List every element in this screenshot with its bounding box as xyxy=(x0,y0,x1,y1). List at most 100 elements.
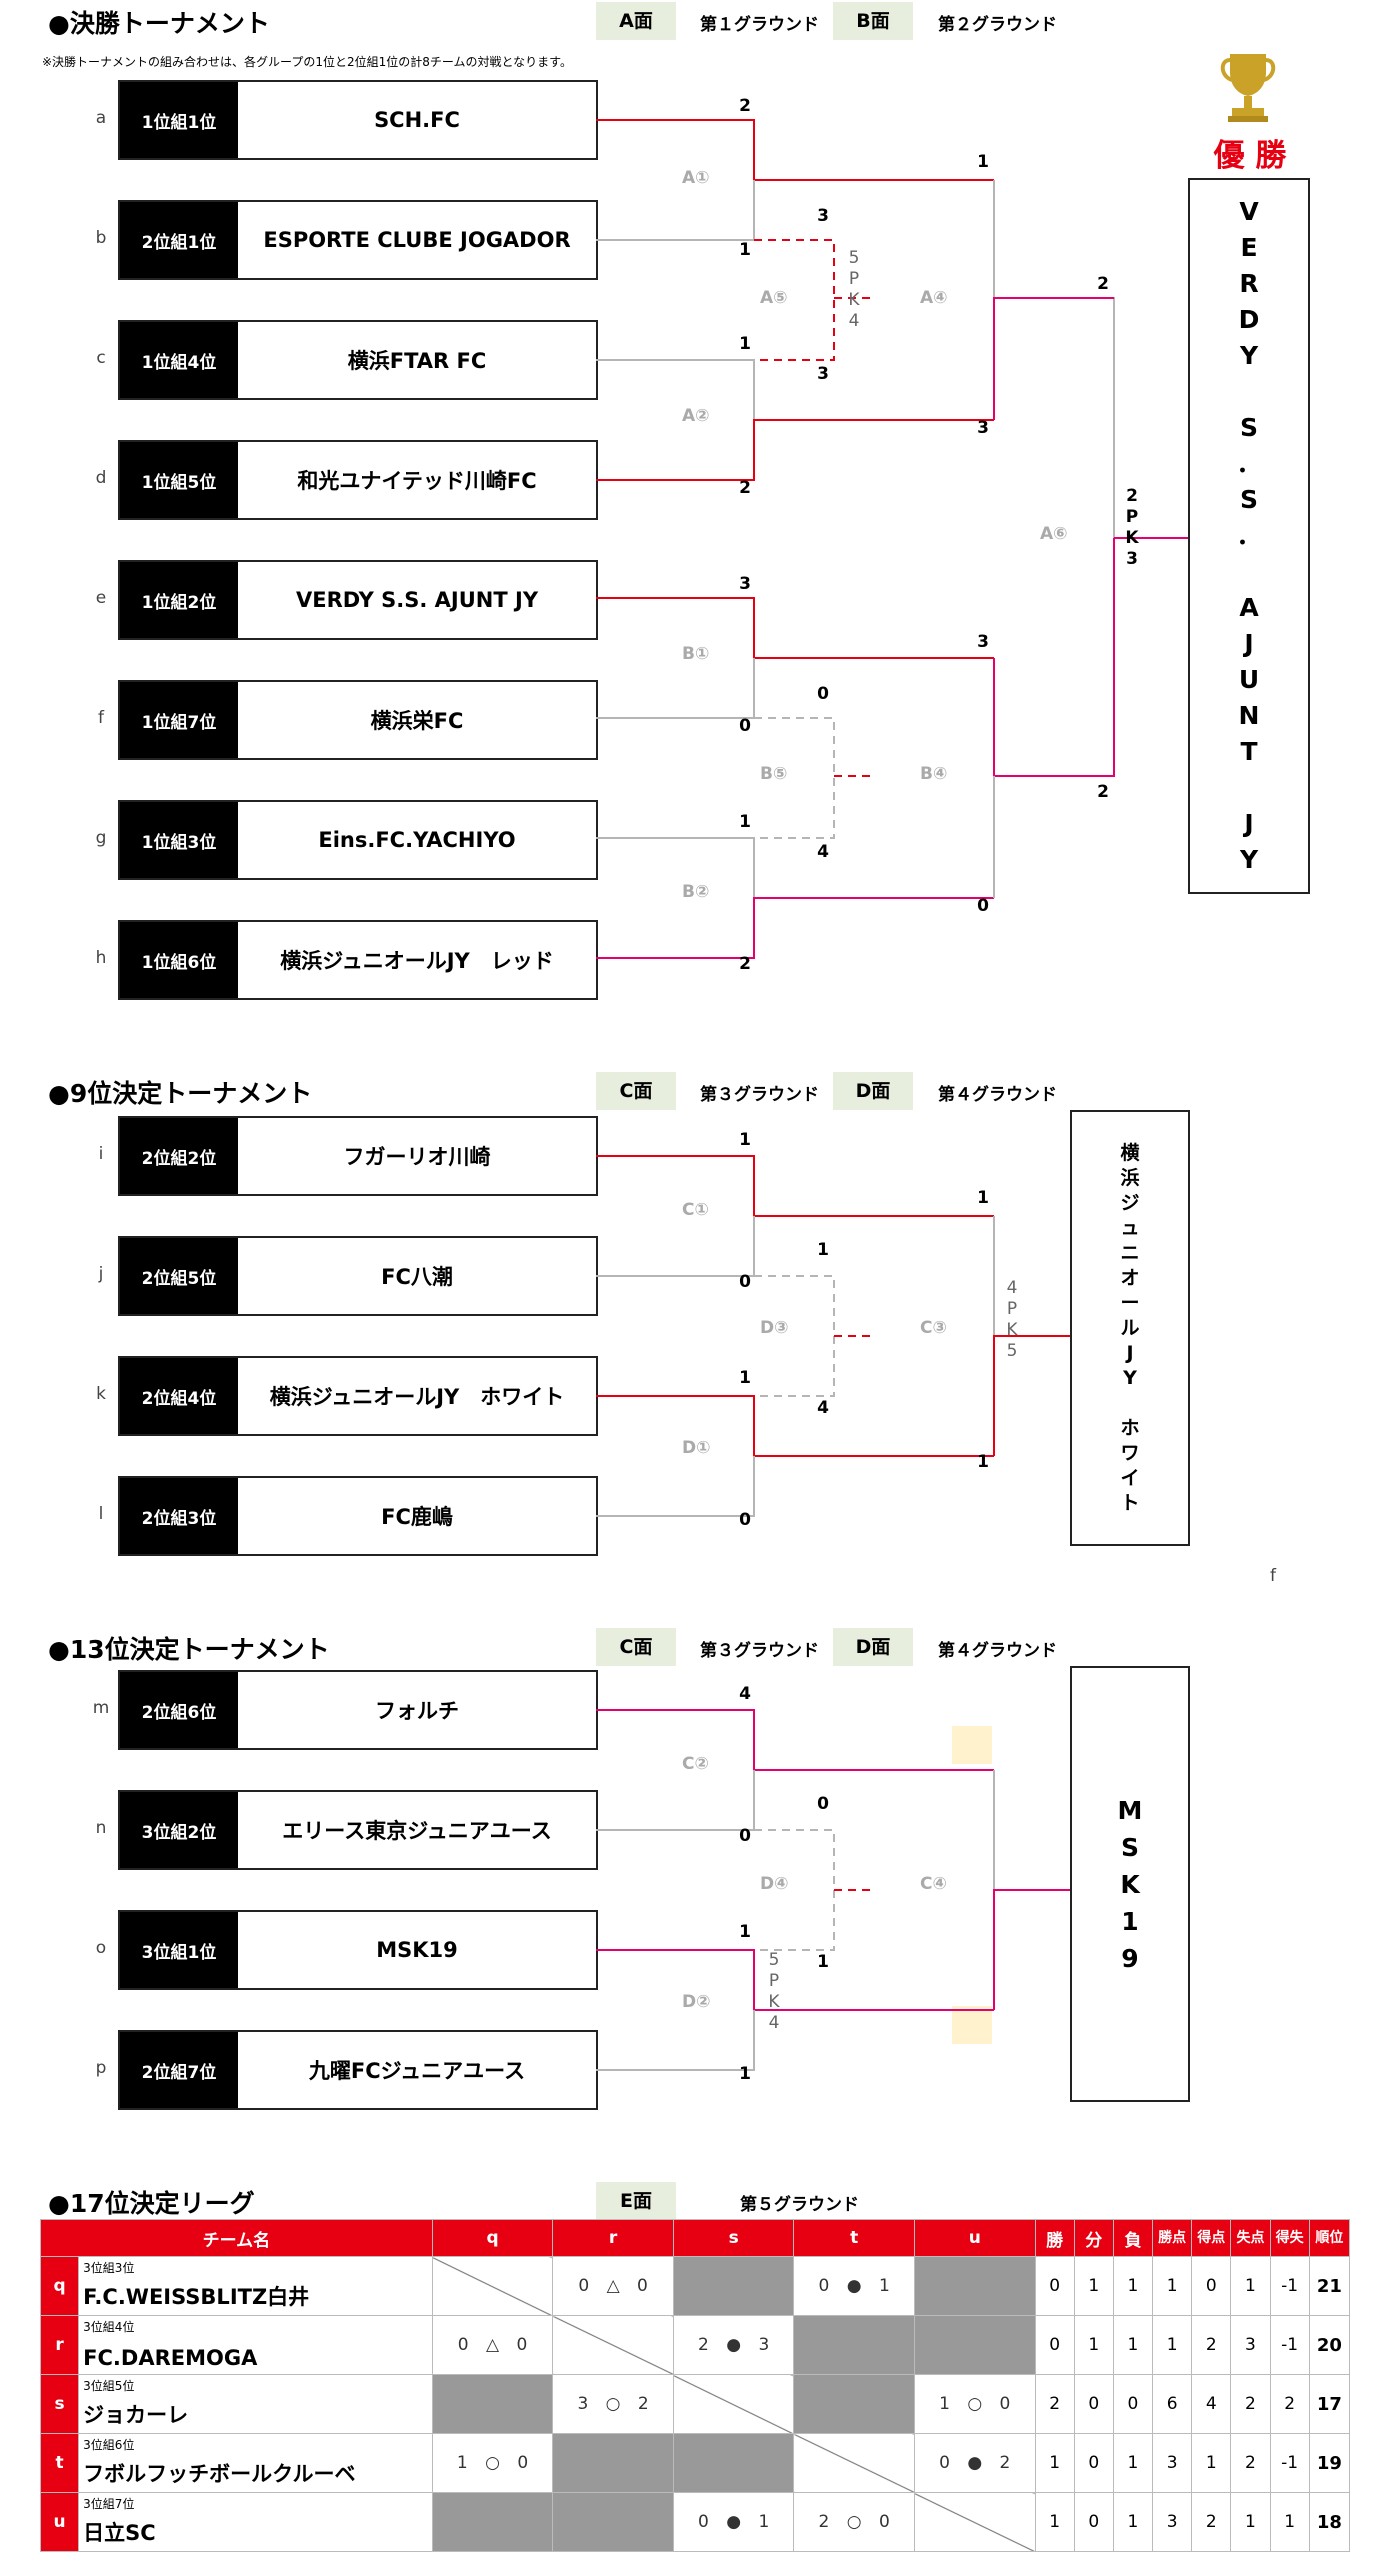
final-bracket-lines xyxy=(596,119,1188,959)
winner-char: A xyxy=(1239,593,1259,622)
result-cell xyxy=(431,2256,554,2316)
line-c4-top xyxy=(993,1770,1070,1891)
stat-cell: 1 xyxy=(1230,2256,1271,2316)
winner-char: ジ xyxy=(1120,1191,1140,1214)
league-section-title: ●17位決定リーグ xyxy=(48,2189,255,2218)
winner-char: V xyxy=(1239,197,1259,226)
team-box-n: 3位組2位エリース東京ジュニアユース xyxy=(118,1790,598,1870)
champion-label: 優 勝 xyxy=(1213,138,1287,174)
stat-cell: 3 xyxy=(1230,2315,1271,2375)
header-s: s xyxy=(672,2219,795,2257)
row-letter-f: f xyxy=(98,708,104,728)
team-box-d: 1位組5位和光ユナイテッド川崎FC xyxy=(118,440,598,520)
match-label-c1: C① xyxy=(682,1200,709,1220)
team-box-p: 2位組7位九曜FCジュニアユース xyxy=(118,2030,598,2110)
line-f xyxy=(596,658,755,719)
match-label-d1: D① xyxy=(682,1438,711,1458)
score-c3-bot: 1 xyxy=(977,1452,989,1472)
score-b5-top: 0 xyxy=(817,684,829,704)
final-note: ※決勝トーナメントの組み合わせは、各グループの1位と2位組1位の計8チームの対戦… xyxy=(42,55,572,69)
result-cell xyxy=(552,2492,674,2552)
match-label-a4: A④ xyxy=(920,288,948,308)
row-letter-b: b xyxy=(95,228,107,248)
team-name: 日立SC xyxy=(83,2521,156,2545)
score-a6-bot: 2 xyxy=(1097,782,1109,802)
pk-a5: 5 P K 4 xyxy=(848,248,860,331)
winner-char: R xyxy=(1239,269,1259,298)
winner-char: E xyxy=(1240,233,1258,262)
winner-char xyxy=(1245,770,1254,806)
winner-char: N xyxy=(1238,701,1260,730)
team-seed: 1位組1位 xyxy=(120,82,238,158)
score-b4-top: 3 xyxy=(977,632,989,652)
thirteenth-ground-d: 第４グラウンド xyxy=(938,1641,1057,1661)
winner-char xyxy=(1127,1391,1134,1416)
line-b4-win xyxy=(993,538,1115,777)
league-header-row: チーム名 q r s t u 勝 分 負 勝点 得点 失点 得失 順位 xyxy=(40,2219,1351,2257)
winner-char: 横 xyxy=(1120,1141,1140,1164)
row-letter-l: l xyxy=(98,1504,104,1524)
team-seed: 2位組2位 xyxy=(120,1118,238,1194)
score-m: 4 xyxy=(739,1684,751,1704)
winner-char: S xyxy=(1120,1832,1139,1862)
row-letter-h: h xyxy=(95,948,107,968)
result-cell: 1 ○ 0 xyxy=(913,2374,1036,2434)
stat-cell: 1 xyxy=(1073,2315,1114,2375)
row-letter-e: e xyxy=(95,588,107,608)
line-a4-grey xyxy=(993,180,1188,539)
match-label-c3: C③ xyxy=(920,1318,947,1338)
match-label-d3: D③ xyxy=(760,1318,789,1338)
winner-char: ニ xyxy=(1120,1241,1140,1264)
team-name: フガーリオ川崎 xyxy=(343,1145,491,1169)
stat-cell: -1 xyxy=(1269,2433,1310,2493)
stat-cell: 0 xyxy=(1191,2256,1232,2316)
match-label-c2: C② xyxy=(682,1754,709,1774)
team-box-f: 1位組7位横浜栄FC xyxy=(118,680,598,760)
team-seed: 1位組7位 xyxy=(120,682,238,758)
winner-char: S xyxy=(1239,413,1258,442)
stat-cell: 1 xyxy=(1269,2492,1310,2552)
line-l xyxy=(596,1456,755,1517)
stat-cell: 1 xyxy=(1034,2492,1075,2552)
row-letter-j: j xyxy=(98,1264,104,1284)
score-b: 1 xyxy=(739,240,751,260)
team-seed: 1位組6位 xyxy=(120,922,238,998)
winner-char: K xyxy=(1120,1869,1140,1899)
header-r: r xyxy=(552,2219,674,2257)
match-label-a6: A⑥ xyxy=(1040,524,1068,544)
team-seed: 2位組4位 xyxy=(120,1358,238,1434)
stat-cell: -1 xyxy=(1269,2256,1310,2316)
team-name: MSK19 xyxy=(376,1938,458,1962)
score-g: 1 xyxy=(739,812,751,832)
team-name: 横浜ジュニオールJY ホワイト xyxy=(269,1385,565,1409)
team-seed: 3位組1位 xyxy=(120,1912,238,1988)
team-seed: 3位組5位 xyxy=(83,2379,135,2393)
trophy-icon xyxy=(1220,54,1276,122)
result-cell xyxy=(431,2492,554,2552)
result-cell xyxy=(793,2315,915,2375)
header-points: 勝点 xyxy=(1152,2219,1193,2257)
pk-d2: 5 P K 4 xyxy=(768,1950,780,2033)
header-t: t xyxy=(793,2219,915,2257)
line-b xyxy=(596,180,755,241)
line-i-win xyxy=(596,1155,994,1217)
pk-a6: 2 P K 3 xyxy=(1125,486,1139,569)
team-seed: 1位組5位 xyxy=(120,442,238,518)
score-i: 1 xyxy=(739,1130,751,1150)
ninth-badge-c: C面 xyxy=(596,1072,676,1110)
stat-cell: 2 xyxy=(1191,2492,1232,2552)
ninth-bracket-lines xyxy=(596,1155,1070,1517)
line-c3-win xyxy=(993,1335,1070,1456)
result-cell xyxy=(913,2256,1036,2316)
line-b5 xyxy=(754,717,835,839)
result-cell xyxy=(672,2256,795,2316)
thirteenth-badge-c: C面 xyxy=(596,1628,676,1666)
ninth-ground-d: 第４グラウンド xyxy=(938,1085,1057,1105)
score-d3-bot: 4 xyxy=(817,1398,829,1418)
